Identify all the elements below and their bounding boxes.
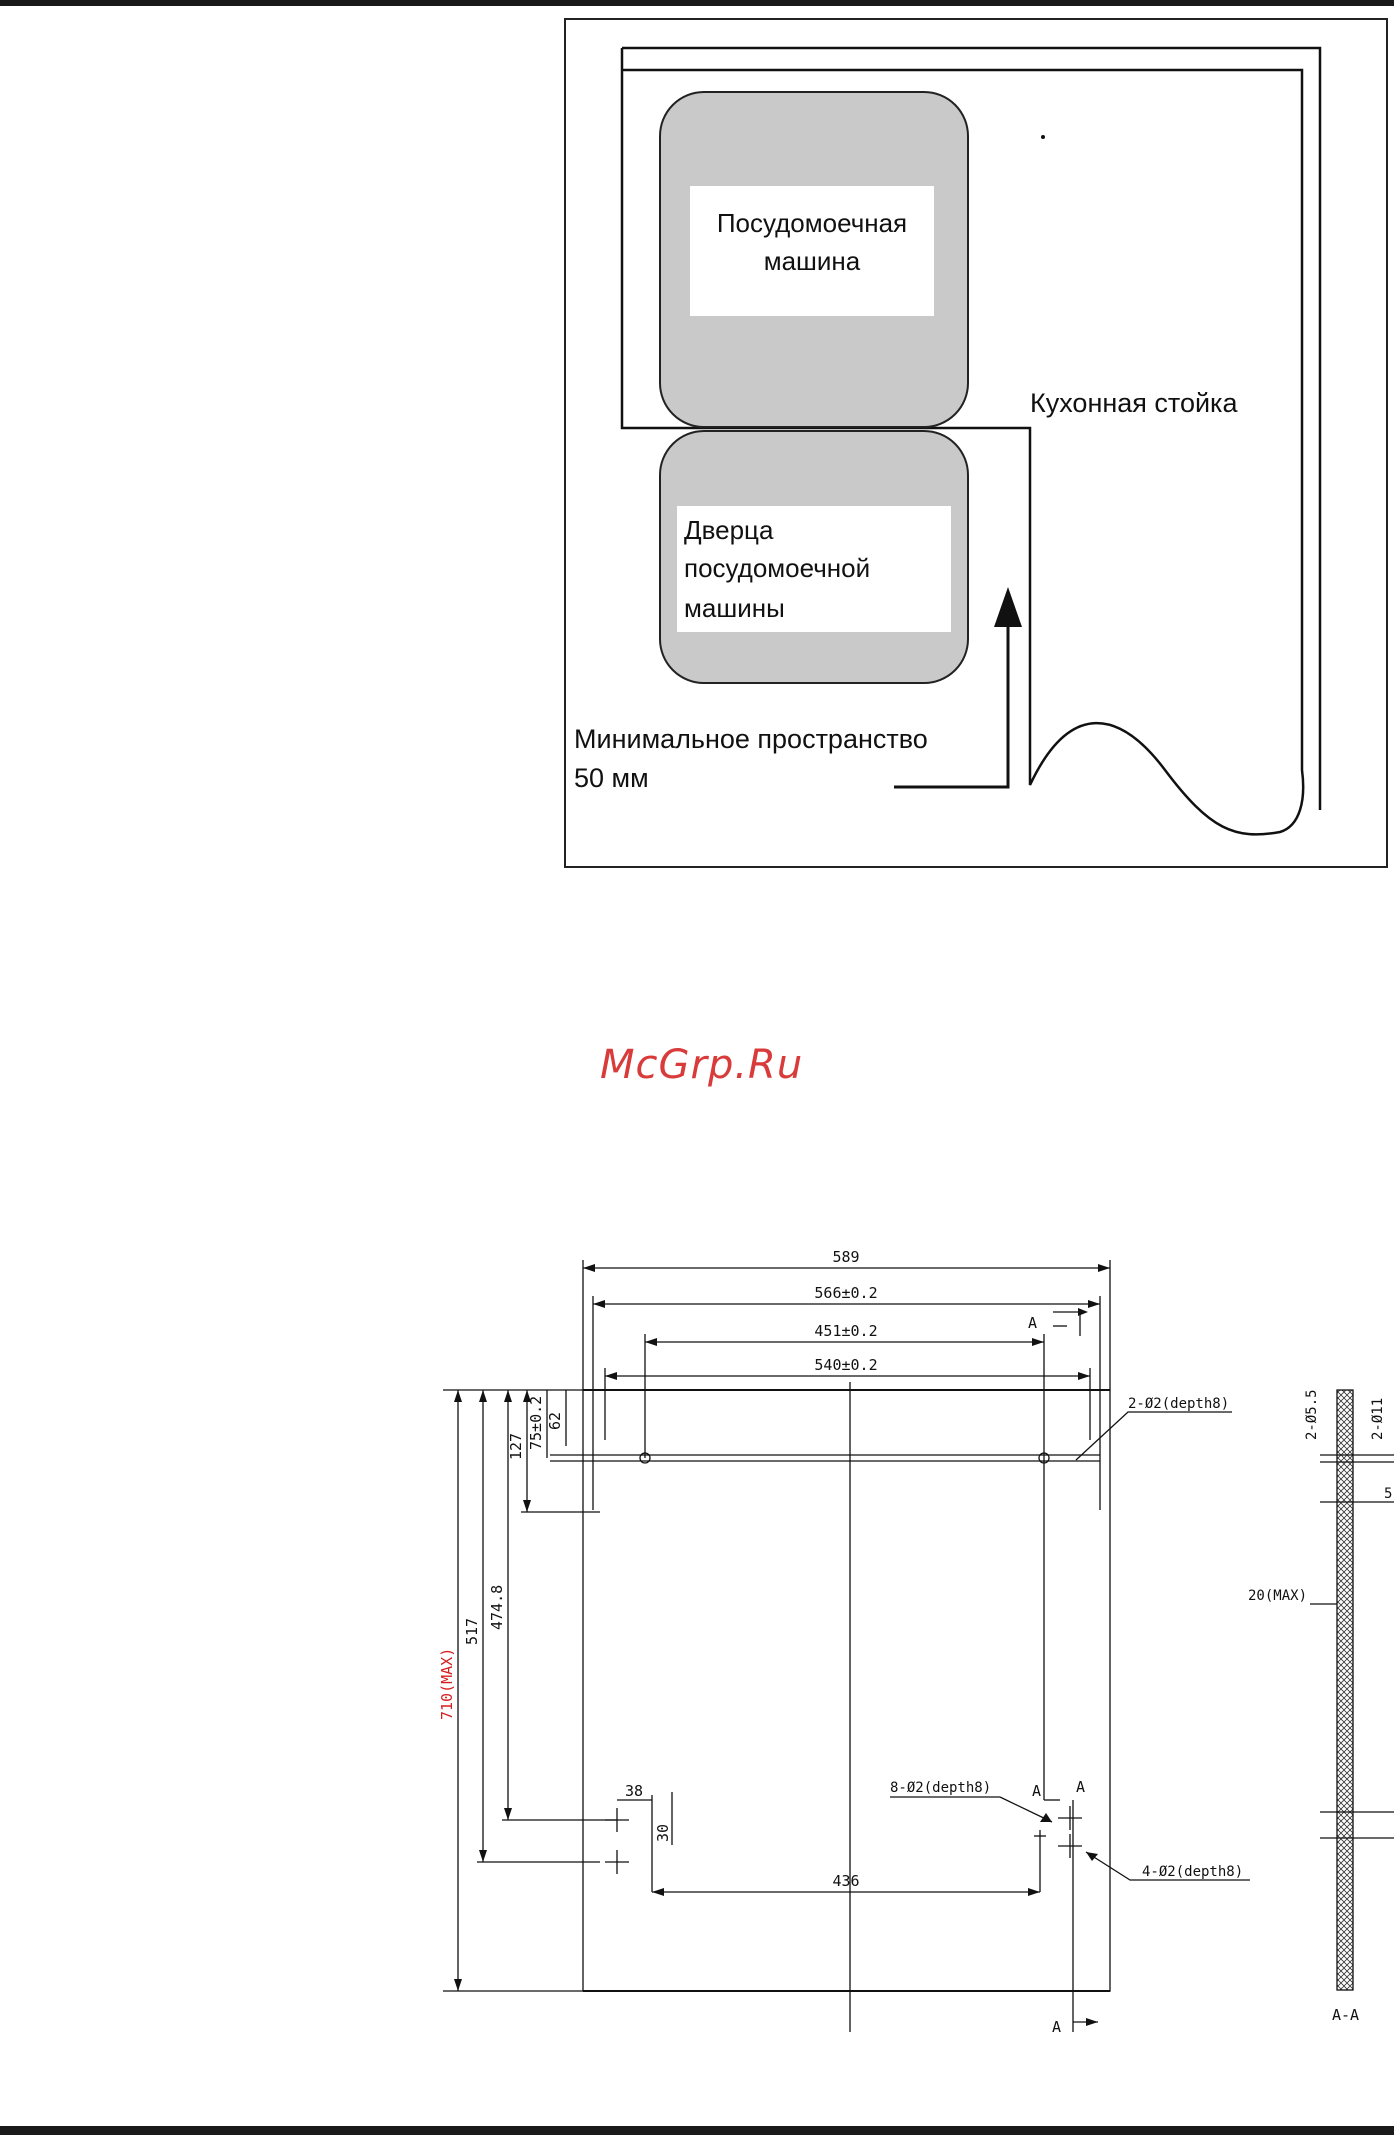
dim-127: 127 bbox=[507, 1433, 525, 1460]
bottom-rule bbox=[0, 2126, 1394, 2135]
dim-517: 517 bbox=[463, 1618, 481, 1645]
section-view-title: A-A bbox=[1332, 2006, 1359, 2024]
dim-566: 566±0.2 bbox=[814, 1284, 877, 1302]
dim-540: 540±0.2 bbox=[814, 1356, 877, 1374]
dim-arrowheads bbox=[454, 1264, 1110, 2026]
dim-710: 710(MAX) bbox=[438, 1648, 456, 1720]
section-mark-top: A bbox=[1028, 1314, 1037, 1332]
dim-75: 75±0.2 bbox=[527, 1396, 545, 1450]
dishwasher-label-1: Посудомоечная bbox=[717, 208, 907, 238]
callout-2-holes: 2-Ø2(depth8) bbox=[1128, 1396, 1229, 1412]
counter-label: Кухонная стойка bbox=[1030, 388, 1238, 418]
callout-8-holes: 8-Ø2(depth8) bbox=[890, 1780, 991, 1796]
dishwasher-label-2: машина bbox=[764, 246, 861, 276]
section-view-bar bbox=[1337, 1390, 1353, 1990]
door-label-1: Дверца bbox=[684, 515, 774, 545]
callout-4-holes: 4-Ø2(depth8) bbox=[1142, 1864, 1243, 1880]
section-mark-mid-right: A bbox=[1076, 1778, 1085, 1796]
door-label-3: машины bbox=[684, 593, 785, 623]
dim-38: 38 bbox=[625, 1782, 643, 1800]
min-space-label-2: 50 мм bbox=[574, 763, 649, 793]
dim-62: 62 bbox=[546, 1412, 564, 1430]
section-callout-5-5: 2-Ø5.5 bbox=[1304, 1389, 1320, 1440]
dimension-labels: 589 566±0.2 451±0.2 540±0.2 710(MAX) 517… bbox=[438, 1248, 1392, 2036]
dim-474: 474.8 bbox=[488, 1585, 506, 1630]
panel-outline bbox=[583, 1390, 1110, 1991]
min-space-label-1: Минимальное пространство bbox=[574, 724, 928, 754]
section-callout-11: 2-Ø11 bbox=[1370, 1398, 1386, 1440]
stray-dot bbox=[1041, 135, 1045, 139]
section-mark-mid-left: A bbox=[1032, 1782, 1041, 1800]
section-callout-5: 5 bbox=[1384, 1486, 1392, 1502]
section-mark-bottom: A bbox=[1052, 2018, 1061, 2036]
installation-diagram: Посудомоечная машина Дверца посудомоечно… bbox=[565, 19, 1387, 867]
watermark: McGrp.Ru bbox=[600, 1042, 803, 1088]
section-callout-20: 20(MAX) bbox=[1248, 1588, 1307, 1604]
dim-436: 436 bbox=[832, 1872, 859, 1890]
dim-589: 589 bbox=[832, 1248, 859, 1266]
technical-drawing bbox=[443, 1260, 1394, 2032]
door-label-2: посудомоечной bbox=[684, 553, 870, 583]
dim-451: 451±0.2 bbox=[814, 1322, 877, 1340]
dim-30: 30 bbox=[654, 1824, 672, 1842]
